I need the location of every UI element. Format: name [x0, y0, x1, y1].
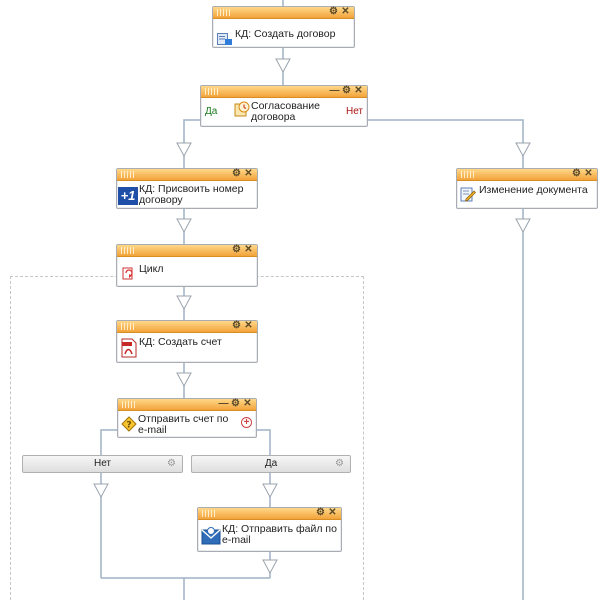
node-header[interactable]: — ⚙ ✕ [118, 398, 256, 411]
node-label-line2: договора [251, 111, 296, 123]
drag-grip-icon[interactable] [121, 171, 135, 178]
approval-no-label: Нет [345, 106, 363, 117]
close-icon[interactable]: ✕ [341, 6, 350, 17]
close-icon[interactable]: ✕ [244, 168, 253, 179]
approval-yes-label: Да [205, 106, 218, 117]
node-change-document[interactable]: ⚙ ✕ Изменение документа [456, 168, 598, 209]
node-label-line1: КД: Присвоить номер [139, 183, 244, 195]
node-header[interactable]: ⚙ ✕ [457, 168, 597, 181]
drag-grip-icon[interactable] [121, 323, 135, 330]
node-label-line1: Согласование [251, 100, 320, 112]
pdf-icon [121, 338, 137, 358]
close-icon[interactable]: ✕ [243, 398, 252, 409]
node-label: Цикл [139, 263, 164, 275]
node-create-contract[interactable]: ⚙ ✕ КД: Создать договор [212, 6, 355, 48]
branch-yes-label: Да [264, 458, 278, 469]
node-label-line2: e-mail [222, 534, 251, 546]
gear-icon[interactable]: ⚙ [342, 85, 351, 96]
node-approval[interactable]: — ⚙ ✕ Да Согласование договора Нет [200, 85, 368, 127]
drag-grip-icon[interactable] [461, 171, 475, 178]
node-label-line1: Отправить счет по [138, 413, 229, 425]
gear-icon[interactable]: ⚙ [335, 458, 344, 469]
branch-no-label: Нет [93, 458, 112, 469]
close-icon[interactable]: ✕ [584, 168, 593, 179]
node-label-line1: КД: Отправить файл по [222, 523, 337, 535]
plus-one-icon: +1 [118, 187, 138, 205]
loop-icon [122, 267, 133, 280]
minimize-icon[interactable]: — [218, 398, 229, 409]
drag-grip-icon[interactable] [122, 401, 136, 408]
node-label-line2: договору [139, 194, 183, 206]
branch-yes-button[interactable]: Да ⚙ [191, 455, 351, 473]
node-label: КД: Создать договор [235, 28, 336, 40]
node-loop[interactable]: ⚙ ✕ Цикл [116, 244, 258, 287]
node-label: КД: Создать счет [139, 336, 222, 348]
approval-clock-icon [234, 101, 250, 117]
gear-icon[interactable]: ⚙ [232, 168, 241, 179]
node-label: Изменение документа [479, 184, 588, 196]
node-send-invoice[interactable]: — ⚙ ✕ ? Отправить счет по e-mail + [117, 398, 257, 438]
node-header[interactable]: ⚙ ✕ [117, 168, 257, 181]
minimize-icon[interactable]: — [329, 85, 340, 96]
drag-grip-icon[interactable] [202, 510, 216, 517]
close-icon[interactable]: ✕ [328, 507, 337, 518]
node-send-file[interactable]: ⚙ ✕ КД: Отправить файл по e-mail [197, 507, 342, 552]
drag-grip-icon[interactable] [121, 247, 135, 254]
node-label-line2: e-mail [138, 424, 167, 436]
edit-document-icon [460, 187, 476, 202]
node-header[interactable]: ⚙ ✕ [198, 507, 341, 520]
email-envelope-icon [201, 527, 221, 545]
node-header[interactable]: ⚙ ✕ [213, 6, 354, 19]
add-branch-icon[interactable]: + [241, 417, 252, 428]
node-assign-number[interactable]: ⚙ ✕ +1 КД: Присвоить номер договору [116, 168, 258, 209]
gear-icon[interactable]: ⚙ [232, 320, 241, 331]
node-header[interactable]: ⚙ ✕ [117, 320, 257, 333]
gear-icon[interactable]: ⚙ [167, 458, 176, 469]
branch-no-button[interactable]: Нет ⚙ [22, 455, 183, 473]
close-icon[interactable]: ✕ [244, 244, 253, 255]
gear-icon[interactable]: ⚙ [231, 398, 240, 409]
gear-icon[interactable]: ⚙ [329, 6, 338, 17]
gear-icon[interactable]: ⚙ [316, 507, 325, 518]
node-header[interactable]: ⚙ ✕ [117, 244, 257, 257]
connector-lines [100, 0, 524, 600]
condition-icon: ? [121, 416, 137, 432]
svg-text:?: ? [126, 421, 131, 431]
close-icon[interactable]: ✕ [244, 320, 253, 331]
node-header[interactable]: — ⚙ ✕ [201, 85, 367, 98]
gear-icon[interactable]: ⚙ [232, 244, 241, 255]
node-create-invoice[interactable]: ⚙ ✕ КД: Создать счет [116, 320, 258, 363]
gear-icon[interactable]: ⚙ [572, 168, 581, 179]
drag-grip-icon[interactable] [217, 9, 231, 16]
close-icon[interactable]: ✕ [354, 85, 363, 96]
document-create-icon [217, 33, 232, 45]
flow-arrows [93, 58, 531, 575]
drag-grip-icon[interactable] [205, 88, 219, 95]
